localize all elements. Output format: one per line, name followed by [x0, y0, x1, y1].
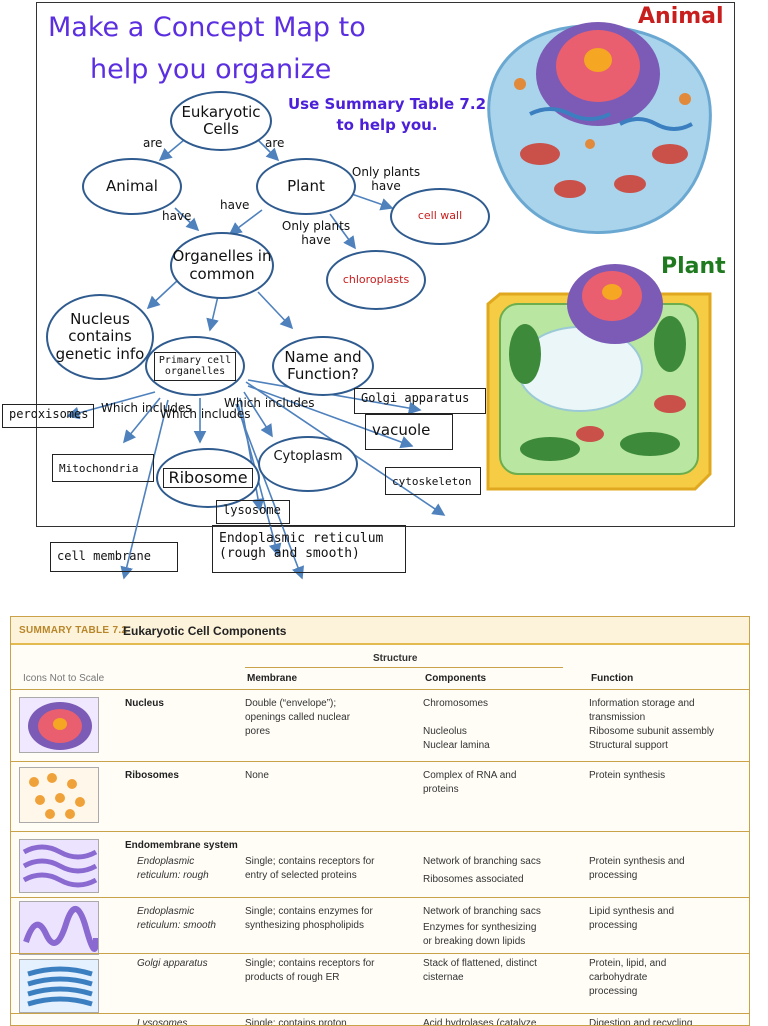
structure-heading: Structure — [373, 653, 418, 664]
row-golgi-name: Golgi apparatus — [137, 958, 208, 969]
edge-label-are-right: are — [265, 136, 285, 150]
hint-text: Use Summary Table 7.2 to help you. — [287, 95, 487, 134]
plant-cell-illustration — [486, 264, 712, 491]
edge-label-are-left: are — [143, 136, 163, 150]
box-lysosome: lysosome — [216, 500, 290, 524]
node-animal: Animal — [82, 158, 182, 215]
box-vacuole: vacuole — [365, 414, 453, 450]
row-nucleus-membrane: Double (“envelope”);openings called nucl… — [245, 698, 351, 737]
row-lysosomes-components: Acid hydrolases (catalyze — [423, 1018, 537, 1026]
node-ribosome: Ribosome — [156, 448, 260, 508]
node-chloroplasts: chloroplasts — [326, 250, 426, 310]
slide-title-line1: Make a Concept Map to — [48, 12, 366, 43]
smooth-er-icon — [19, 901, 99, 955]
endomembrane-section-title: Endomembrane system — [125, 840, 238, 851]
edge-label-have-1: have — [162, 209, 192, 223]
row-lysosomes-name: Lysosomes — [137, 1018, 188, 1026]
box-cytoskeleton: cytoskeleton — [385, 467, 481, 495]
slide-title-line2: help you organize — [90, 54, 332, 85]
nucleus-icon — [19, 697, 99, 753]
row-ribosomes-name: Ribosomes — [125, 770, 179, 781]
col-function: Function — [591, 673, 634, 684]
row-ribosomes-membrane: None — [245, 770, 269, 781]
edge-label-which-includes-2: Which includes — [160, 407, 251, 421]
box-peroxisomes: peroxisomes — [2, 404, 94, 428]
edge-label-which-includes-1: Which includes — [101, 401, 192, 415]
box-cell-membrane: cell membrane — [50, 542, 178, 572]
row-lysosomes-function: Digestion and recycling — [589, 1018, 693, 1026]
cell-illustrations — [486, 22, 712, 491]
animal-cell-illustration — [487, 22, 712, 235]
edge-label-which-includes-3: Which includes — [224, 396, 315, 410]
node-cell-wall: cell wall — [390, 188, 490, 245]
table-caption: SUMMARY TABLE 7.2 — [19, 625, 128, 636]
col-components: Components — [425, 673, 487, 684]
node-cytoplasm: Cytoplasm — [258, 436, 358, 492]
edge-label-have-2: have — [220, 198, 250, 212]
plant-cell-label: Plant — [661, 254, 726, 279]
table-title: Eukaryotic Cell Components — [123, 624, 287, 638]
box-golgi-apparatus: Golgi apparatus — [354, 388, 486, 414]
rough-er-icon — [19, 839, 99, 893]
node-plant: Plant — [256, 158, 356, 215]
row-lysosomes-membrane: Single; contains proton — [245, 1018, 347, 1026]
icons-not-to-scale: Icons Not to Scale — [23, 673, 105, 684]
row-nucleus-name: Nucleus — [125, 698, 164, 709]
golgi-icon — [19, 959, 99, 1013]
table-header: SUMMARY TABLE 7.2 Eukaryotic Cell Compon… — [11, 617, 749, 645]
box-mitochondria: Mitochondria — [52, 454, 154, 482]
col-membrane: Membrane — [247, 673, 298, 684]
box-endoplasmic-reticulum: Endoplasmic reticulum(rough and smooth) — [212, 525, 406, 573]
animal-cell-label: Animal — [638, 4, 724, 29]
row-ribosomes-function: Protein synthesis — [589, 770, 666, 781]
concept-map-arrows — [66, 139, 446, 580]
summary-table: SUMMARY TABLE 7.2 Eukaryotic Cell Compon… — [10, 616, 750, 1026]
ribosomes-icon — [19, 767, 99, 823]
